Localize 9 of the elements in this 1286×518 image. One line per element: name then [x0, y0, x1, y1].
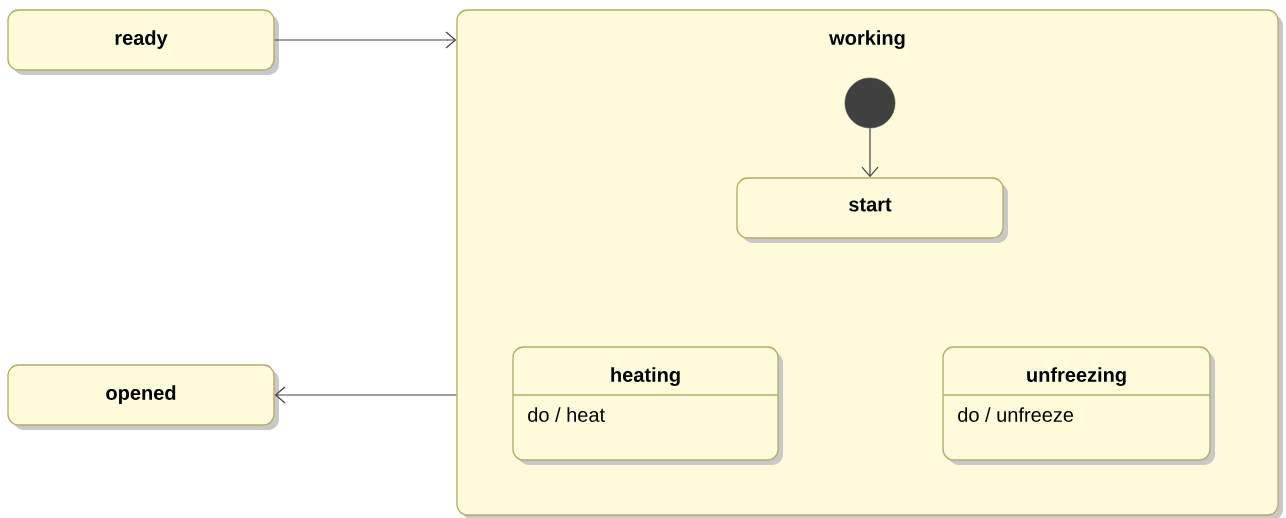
state-box: unfreezing do / unfreeze — [942, 346, 1215, 465]
transition-arrow — [274, 31, 457, 49]
transition-arrow — [274, 386, 457, 404]
state-box: heating do / heat — [512, 346, 783, 465]
transition-arrow — [861, 127, 879, 178]
initial-state-dot — [844, 77, 896, 129]
state-box: ready — [7, 9, 279, 75]
state-box: start — [736, 177, 1008, 243]
state-box: opened — [7, 364, 279, 430]
